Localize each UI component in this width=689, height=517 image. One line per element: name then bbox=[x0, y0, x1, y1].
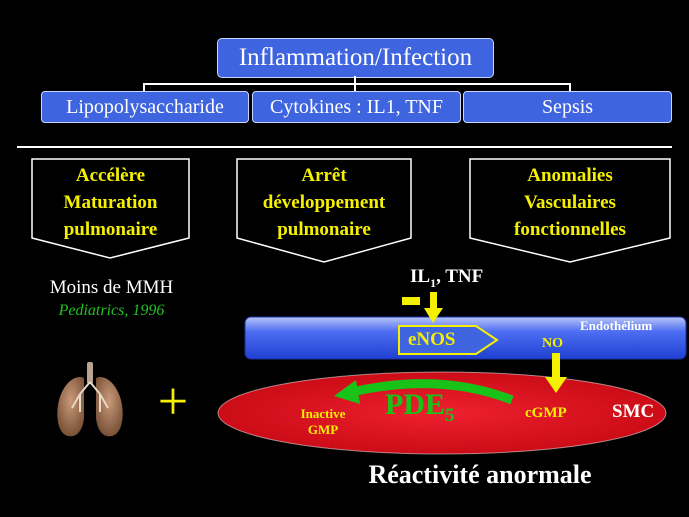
effect-right-line-2: Vasculaires bbox=[524, 192, 616, 213]
green-curved-arrow bbox=[351, 379, 514, 405]
effect-left-line-2: Maturation bbox=[63, 192, 158, 213]
il1-arrow-head bbox=[424, 308, 443, 323]
reference-citation: Pediatrics, 1996 bbox=[58, 302, 165, 319]
effect-center-line-3: pulmonaire bbox=[277, 219, 371, 240]
effect-center-text: Arrêt développement pulmonaire bbox=[237, 162, 411, 243]
connector-vertical bbox=[354, 76, 356, 84]
green-arrow-head bbox=[334, 380, 360, 404]
inactive-line-2: GMP bbox=[307, 422, 339, 437]
no-arrow-shaft bbox=[552, 353, 560, 379]
connector-horizontal bbox=[143, 83, 571, 85]
enos-arrow-box bbox=[398, 325, 499, 355]
no-arrow-head bbox=[545, 377, 567, 393]
enos-label: eNOS bbox=[408, 329, 456, 350]
lungs-icon bbox=[57, 362, 123, 437]
il1-arrow-shaft bbox=[430, 292, 437, 310]
smc-ellipse bbox=[217, 371, 667, 455]
plus-sign: + bbox=[157, 371, 189, 431]
effect-left-text: Accélère Maturation pulmonaire bbox=[32, 162, 189, 243]
pde-text: PDE bbox=[385, 388, 445, 421]
inactive-gmp-label: Inactive GMP bbox=[291, 406, 355, 438]
pentagon-right bbox=[469, 158, 671, 263]
effect-left-line-1: Accélère bbox=[75, 165, 146, 186]
minus-sign bbox=[402, 297, 420, 305]
tnf-label-text: , TNF bbox=[436, 266, 484, 287]
il1-label-text: IL bbox=[410, 266, 431, 287]
cause-sepsis-box: Sepsis bbox=[463, 91, 672, 123]
connector-left-drop bbox=[143, 83, 145, 92]
pentagon-center bbox=[236, 158, 412, 263]
effect-left-line-3: pulmonaire bbox=[63, 219, 158, 240]
smc-label: SMC bbox=[612, 401, 655, 422]
pentagon-left bbox=[31, 158, 190, 259]
reference-text: Moins de MMH bbox=[49, 277, 174, 298]
cause-lipopolysaccharide-box: Lipopolysaccharide bbox=[41, 91, 249, 123]
pde5-label: PDE5 bbox=[385, 388, 455, 427]
effect-center-line-2: développement bbox=[262, 192, 386, 213]
effect-right-line-3: fonctionnelles bbox=[514, 219, 626, 240]
cause-cytokines-box: Cytokines : IL1, TNF bbox=[252, 91, 461, 123]
section-divider bbox=[17, 146, 672, 148]
no-label: NO bbox=[542, 336, 563, 351]
connector-center-drop bbox=[354, 83, 356, 92]
inactive-line-1: Inactive bbox=[300, 406, 346, 421]
effect-pentagons bbox=[31, 158, 671, 263]
effect-right-text: Anomalies Vasculaires fonctionnelles bbox=[470, 162, 670, 243]
effect-center-line-1: Arrêt bbox=[301, 165, 347, 186]
inflammation-infection-box: Inflammation/Infection bbox=[217, 38, 494, 78]
connector-right-drop bbox=[569, 83, 571, 92]
pde-subscript: 5 bbox=[445, 405, 455, 426]
cgmp-label: cGMP bbox=[525, 405, 567, 421]
effect-right-line-1: Anomalies bbox=[527, 165, 613, 186]
il1-tnf-label: IL1, TNF bbox=[410, 266, 483, 291]
endothelium-label: Endothélium bbox=[580, 318, 653, 333]
conclusion-title: Réactivité anormale bbox=[368, 460, 592, 489]
il1-subscript: 1 bbox=[430, 275, 437, 290]
